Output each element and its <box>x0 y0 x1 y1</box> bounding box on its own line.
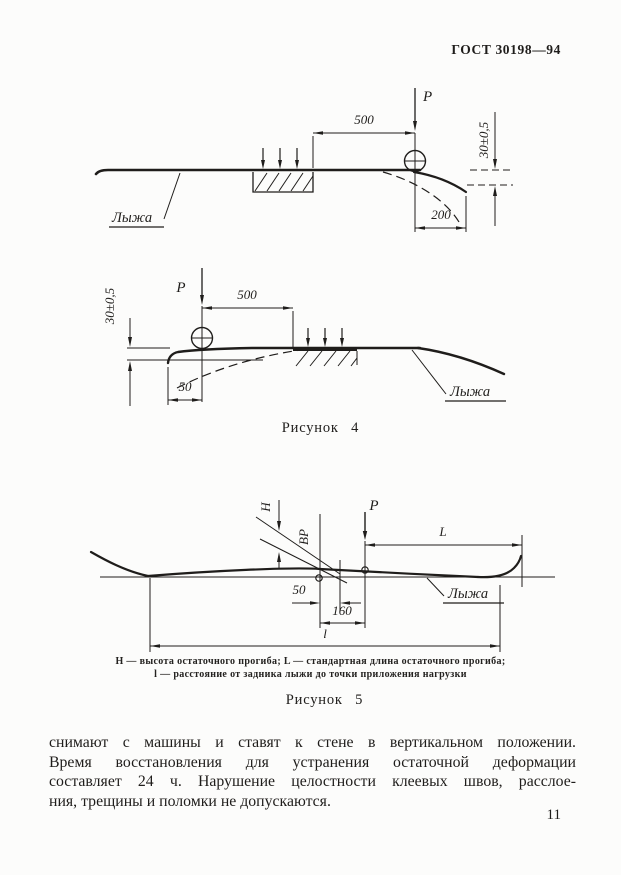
ski-outline <box>94 168 468 194</box>
height-label: Н <box>258 502 273 513</box>
dimension-l <box>150 644 500 648</box>
dim-30-label: 30±0,5 <box>476 121 491 159</box>
figure4-caption: Рисунок 4 <box>281 420 360 436</box>
load-label: P <box>368 498 378 514</box>
dimension-500 <box>312 131 415 168</box>
figure4-bottom-diagram: P 500 30±0,5 <box>102 268 506 406</box>
press-arrows <box>261 148 299 169</box>
dim-l-label: l <box>323 626 327 641</box>
ski-callout <box>411 349 506 402</box>
deflection-dashed-curve <box>382 169 513 223</box>
load-arrow <box>200 268 204 402</box>
ski-outline <box>166 346 506 376</box>
standard-number: ГОСТ 30198—94 <box>451 42 561 57</box>
ski-label: Лыжа <box>447 586 488 602</box>
dim-160-label: 160 <box>332 603 352 618</box>
dim-500-label: 500 <box>237 287 257 302</box>
dimension-30 <box>128 318 132 406</box>
dim-200-label: 200 <box>431 207 451 222</box>
figure5-diagram: Н ВР P L 50 160 l <box>89 498 555 652</box>
dimension-160 <box>320 621 365 625</box>
dimension-L <box>365 543 522 547</box>
deflection-dashed-curve <box>127 347 309 389</box>
clamp-block <box>252 172 314 193</box>
body-paragraph: снимают с машины и ставят к стене в верт… <box>49 733 576 811</box>
ski-callout <box>109 172 181 228</box>
page-number: 11 <box>546 807 561 823</box>
load-arrow <box>413 88 417 232</box>
paragraph-line: Время восстановления для устранения оста… <box>49 753 576 771</box>
load-label: P <box>422 89 432 105</box>
roller-circle <box>190 326 214 350</box>
paragraph-line: составляет 24 ч. Нарушение целостности к… <box>49 773 576 791</box>
paragraph-line: ния, трещины и поломки не допускаются. <box>49 792 331 810</box>
figure5-caption: Рисунок 5 <box>285 692 364 708</box>
dimension-H <box>277 500 281 568</box>
paragraph-line: снимают с машины и ставят к стене в верт… <box>49 734 576 751</box>
dim-50-label: 50 <box>179 379 193 394</box>
press-arrows <box>306 328 344 347</box>
ski-label: Лыжа <box>449 384 490 400</box>
measure-points <box>315 566 369 582</box>
dimension-30 <box>493 112 497 226</box>
ski-label: Лыжа <box>111 210 152 226</box>
load-arrow <box>362 512 368 540</box>
figure5-legend: Н — высота остаточного прогиба; L — стан… <box>0 656 621 681</box>
roller-circle <box>403 149 427 173</box>
legend-line-2: l — расстояние от задника лыжи до точки … <box>154 668 467 680</box>
legend-line-1: Н — высота остаточного прогиба; L — стан… <box>115 656 506 667</box>
dimension-50 <box>167 367 202 405</box>
vr-label: ВР <box>296 529 311 545</box>
ski-callout <box>426 577 504 604</box>
construction-lines <box>100 514 555 652</box>
dimension-50 <box>292 601 361 605</box>
figure4-top-diagram: P 500 200 30±0,5 <box>94 88 513 232</box>
dim-30-label: 30±0,5 <box>102 287 117 325</box>
dimension-500 <box>202 306 294 347</box>
clamp-block <box>293 349 358 367</box>
dimension-200 <box>415 196 467 232</box>
dim-50-label: 50 <box>293 582 307 597</box>
dim-L-label: L <box>438 524 446 539</box>
ski-outline <box>89 550 523 579</box>
dim-500-label: 500 <box>354 112 374 127</box>
load-label: P <box>175 280 185 296</box>
